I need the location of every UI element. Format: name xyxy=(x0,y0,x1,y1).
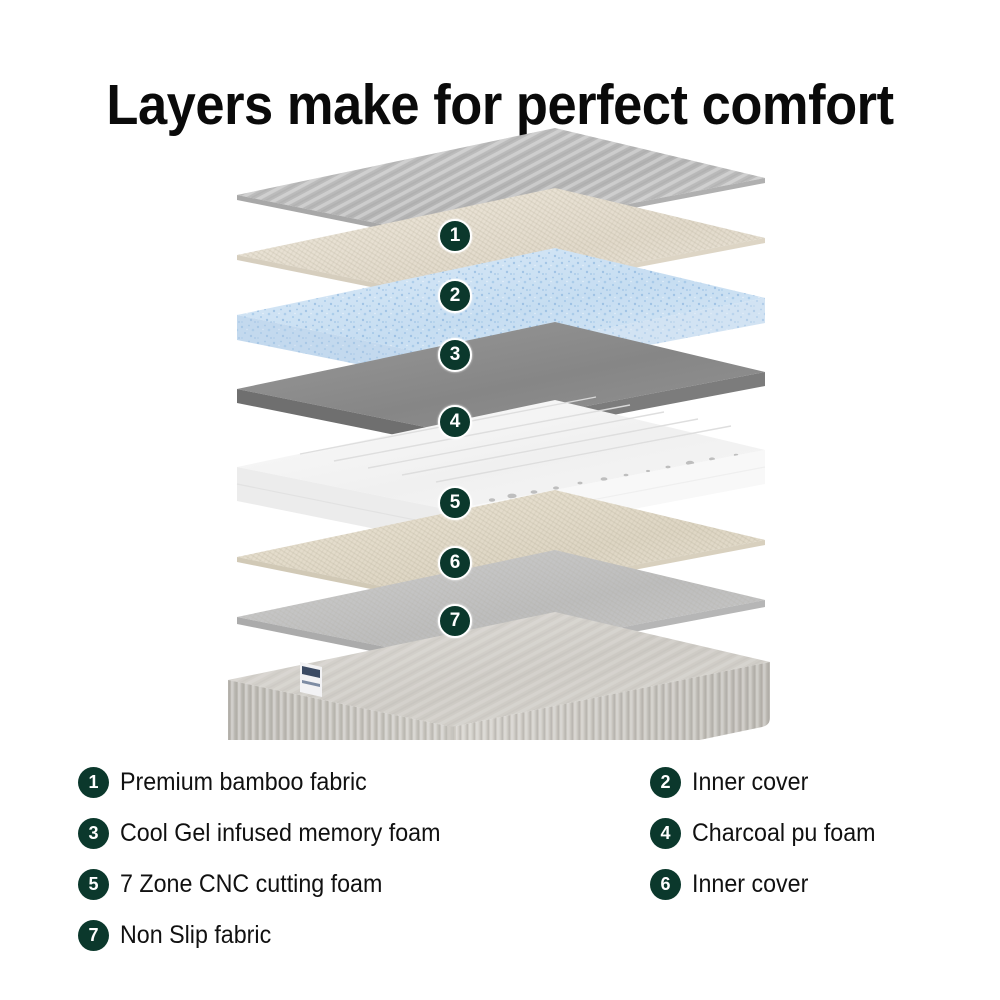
legend-item-3: 3 Cool Gel infused memory foam xyxy=(78,818,465,849)
legend-item-7: 7 Non Slip fabric xyxy=(78,920,283,951)
cnc-holes xyxy=(488,453,739,502)
layer-diagram: 1 2 3 4 5 6 7 xyxy=(0,100,1000,740)
legend-badge-3: 3 xyxy=(78,818,109,849)
layer-marker-3: 3 xyxy=(438,338,472,372)
legend-badge-5: 5 xyxy=(78,869,109,900)
legend-label-1: Premium bamboo fabric xyxy=(120,768,367,796)
legend-label-4: Charcoal pu foam xyxy=(692,819,876,847)
legend-label-3: Cool Gel infused memory foam xyxy=(120,819,441,847)
legend-label-2: Inner cover xyxy=(692,768,809,796)
layer-marker-6: 6 xyxy=(438,546,472,580)
mattress-brand-tag xyxy=(300,662,322,697)
legend-badge-7: 7 xyxy=(78,920,109,951)
mattress-base xyxy=(228,612,770,740)
legend-label-6: Inner cover xyxy=(692,870,809,898)
layer-marker-4: 4 xyxy=(438,405,472,439)
legend-label-5: 7 Zone CNC cutting foam xyxy=(120,870,383,898)
layer-marker-2: 2 xyxy=(438,279,472,313)
legend-item-6: 6 Inner cover xyxy=(650,869,817,900)
legend-badge-6: 6 xyxy=(650,869,681,900)
page-title: Layers make for perfect comfort xyxy=(106,73,894,138)
layer-legend: 1 Premium bamboo fabric 3 Cool Gel infus… xyxy=(0,755,1000,985)
layer-marker-1: 1 xyxy=(438,219,472,253)
legend-badge-4: 4 xyxy=(650,818,681,849)
legend-item-4: 4 Charcoal pu foam xyxy=(650,818,889,849)
legend-badge-2: 2 xyxy=(650,767,681,798)
legend-item-2: 2 Inner cover xyxy=(650,767,817,798)
legend-badge-1: 1 xyxy=(78,767,109,798)
legend-item-5: 5 7 Zone CNC cutting foam xyxy=(78,869,402,900)
layer-marker-7: 7 xyxy=(438,604,472,638)
legend-item-1: 1 Premium bamboo fabric xyxy=(78,767,385,798)
layer-marker-5: 5 xyxy=(438,486,472,520)
legend-label-7: Non Slip fabric xyxy=(120,921,272,949)
layer-diagram-svg xyxy=(228,128,770,740)
